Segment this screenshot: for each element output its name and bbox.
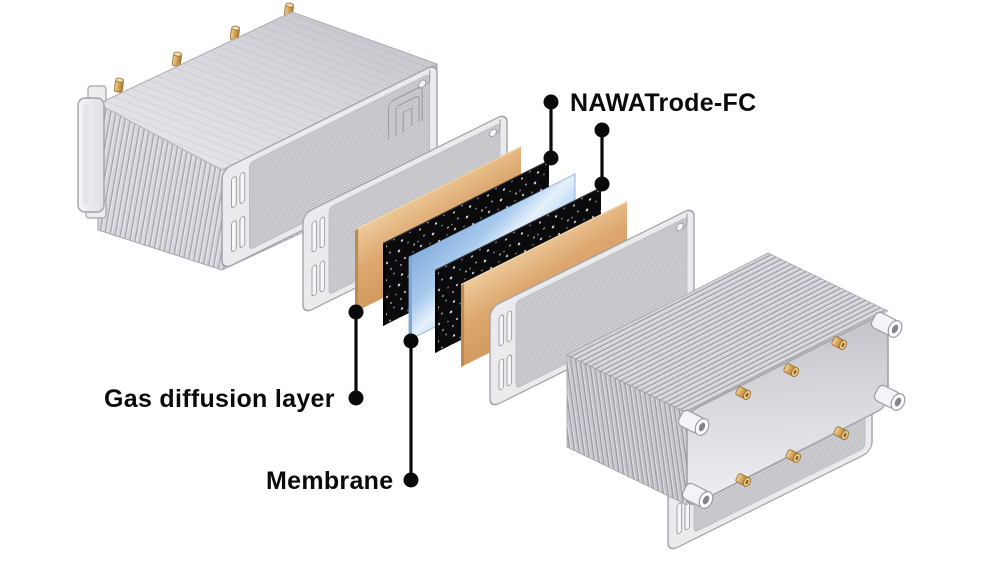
flow-field-pattern: [387, 87, 423, 140]
right-stack-fin-left-face: [566, 354, 688, 506]
electrode-label: NAWATrode-FC: [570, 89, 756, 117]
left-stack-front-plate: [221, 62, 438, 271]
left-stack-top-face-streaks: [98, 12, 437, 170]
membrane-label: Membrane: [266, 467, 393, 495]
gas-diffusion-layer-label: Gas diffusion layer: [104, 385, 335, 413]
callouts: [354, 102, 604, 480]
callout-dots: [348, 94, 610, 488]
right-fuel-cell-stack: [566, 252, 909, 553]
left-stack-end-plate: [77, 85, 107, 219]
left-fuel-cell-stack: [77, 2, 439, 271]
